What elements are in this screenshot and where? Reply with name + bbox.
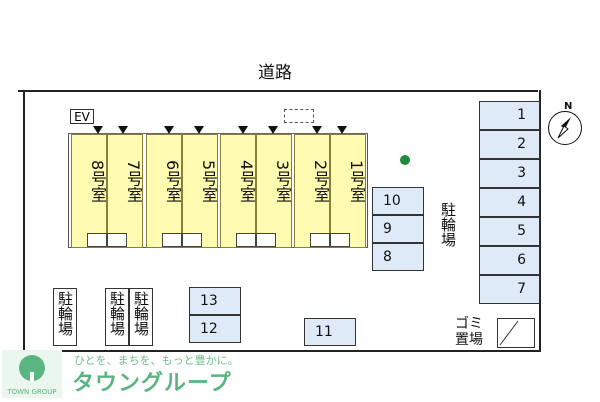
unit-6[interactable]: 6号室 (146, 134, 182, 248)
entry-box (330, 233, 350, 247)
bike-parking-area: 駐輪場 (129, 288, 153, 346)
logo-tagline: ひとを、まちを、もっと豊かに。 (74, 354, 239, 367)
unit-label: 5号室 (199, 160, 218, 203)
unit-1[interactable]: 1号室 (330, 134, 366, 248)
lot-outline (23, 90, 541, 352)
bike-parking-label-right: 駐輪場 (439, 202, 457, 247)
unit-label: 6号室 (163, 160, 182, 203)
door-marker (312, 126, 322, 134)
entry-box (162, 233, 182, 247)
elevator-label: EV (70, 109, 94, 124)
tree-marker (400, 155, 410, 165)
unit-8[interactable]: 8号室 (71, 134, 107, 248)
door-marker (164, 126, 174, 134)
door-marker (337, 126, 347, 134)
parking-space-3[interactable]: 3 (479, 159, 540, 188)
unit-4[interactable]: 4号室 (220, 134, 256, 248)
corridor (68, 108, 368, 134)
parking-space-11[interactable]: 11 (304, 318, 356, 346)
road-line (18, 90, 538, 92)
parking-space-10[interactable]: 10 (372, 187, 424, 215)
logo-name: タウングループ (72, 371, 232, 396)
door-marker (93, 126, 103, 134)
dashed-area (284, 109, 314, 123)
unit-label: 3号室 (273, 160, 292, 203)
road-label: 道路 (258, 63, 292, 83)
unit-2[interactable]: 2号室 (294, 134, 330, 248)
compass-north-label: N (564, 101, 573, 112)
entry-box (107, 233, 127, 247)
parking-space-2[interactable]: 2 (479, 130, 540, 159)
garbage-area (497, 318, 535, 348)
unit-5[interactable]: 5号室 (182, 134, 218, 248)
parking-space-12[interactable]: 12 (189, 315, 241, 343)
door-marker (118, 126, 128, 134)
entry-box (310, 233, 330, 247)
compass-icon (548, 111, 582, 145)
unit-label: 8号室 (88, 160, 107, 203)
entry-box (182, 233, 202, 247)
parking-space-7[interactable]: 7 (479, 275, 540, 304)
logo-group-text: TOWN GROUP (6, 388, 56, 396)
door-marker (268, 126, 278, 134)
door-marker (194, 126, 204, 134)
entry-box (236, 233, 256, 247)
bike-parking-label: 駐輪場 (108, 291, 126, 336)
entry-box (87, 233, 107, 247)
bike-parking-label: 駐輪場 (132, 291, 150, 336)
unit-label: 2号室 (311, 160, 330, 203)
parking-space-13[interactable]: 13 (189, 287, 241, 315)
parking-space-4[interactable]: 4 (479, 188, 540, 217)
parking-space-9[interactable]: 9 (372, 215, 424, 243)
town-group-logo-icon: TOWN GROUP (2, 350, 62, 398)
bike-parking-area: 駐輪場 (53, 288, 77, 346)
unit-label: 1号室 (347, 160, 366, 203)
unit-3[interactable]: 3号室 (256, 134, 292, 248)
unit-label: 4号室 (237, 160, 256, 203)
door-marker (238, 126, 248, 134)
entry-box (256, 233, 276, 247)
bike-parking-label: 駐輪場 (56, 291, 74, 336)
parking-space-6[interactable]: 6 (479, 246, 540, 275)
parking-space-8[interactable]: 8 (372, 243, 424, 271)
parking-space-5[interactable]: 5 (479, 217, 540, 246)
unit-7[interactable]: 7号室 (107, 134, 143, 248)
garbage-label: ゴミ置場 (455, 316, 483, 348)
parking-space-1[interactable]: 1 (479, 101, 540, 130)
bike-parking-area: 駐輪場 (105, 288, 129, 346)
unit-label: 7号室 (124, 160, 143, 203)
